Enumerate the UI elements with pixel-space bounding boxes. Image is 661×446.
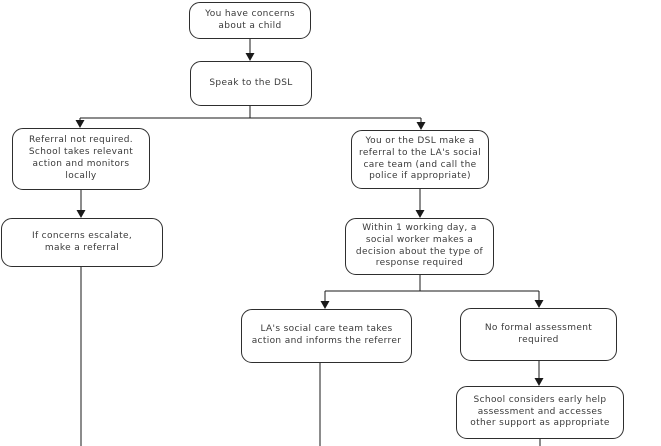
flow-node-make-referral: You or the DSL make a referral to the LA… [351, 130, 489, 189]
flow-node-referral-not-required-label: Referral not required. School takes rele… [28, 135, 134, 181]
flow-node-concerns-label: You have concerns about a child [205, 8, 295, 31]
flow-node-speak-dsl: Speak to the DSL [190, 61, 312, 106]
arrowhead-into-referral-not-required [75, 120, 85, 128]
flow-node-speak-dsl-label: Speak to the DSL [209, 77, 293, 88]
flow-node-early-help-label: School considers early help assessment a… [470, 394, 610, 429]
flow-node-no-formal-assessment: No formal assessment required [460, 308, 617, 361]
flow-node-early-help: School considers early help assessment a… [456, 386, 624, 439]
arrowhead-into-within-one-day [415, 210, 425, 218]
flow-node-concerns: You have concerns about a child [189, 2, 311, 39]
flow-node-concerns-escalate: If concerns escalate, make a referral [1, 218, 163, 267]
flow-node-make-referral-label: You or the DSL make a referral to the LA… [359, 135, 481, 182]
arrowhead-into-concerns-escalate [76, 210, 86, 218]
arrowhead-into-speak-dsl [245, 53, 255, 61]
flow-node-within-one-day-label: Within 1 working day, a social worker ma… [355, 222, 484, 269]
flow-node-referral-not-required: Referral not required. School takes rele… [12, 128, 150, 190]
arrowhead-into-no-formal-assessment [534, 300, 544, 308]
arrowhead-into-la-team-action [320, 301, 330, 309]
arrowhead-into-make-referral [416, 122, 426, 130]
flow-node-within-one-day: Within 1 working day, a social worker ma… [345, 218, 494, 275]
flow-node-la-team-action: LA's social care team takes action and i… [241, 309, 412, 363]
arrowhead-into-early-help [534, 378, 544, 386]
flow-node-la-team-action-label: LA's social care team takes action and i… [251, 324, 402, 346]
flow-node-no-formal-assessment-label: No formal assessment required [484, 322, 593, 345]
flow-node-concerns-escalate-label: If concerns escalate, make a referral [31, 230, 133, 253]
